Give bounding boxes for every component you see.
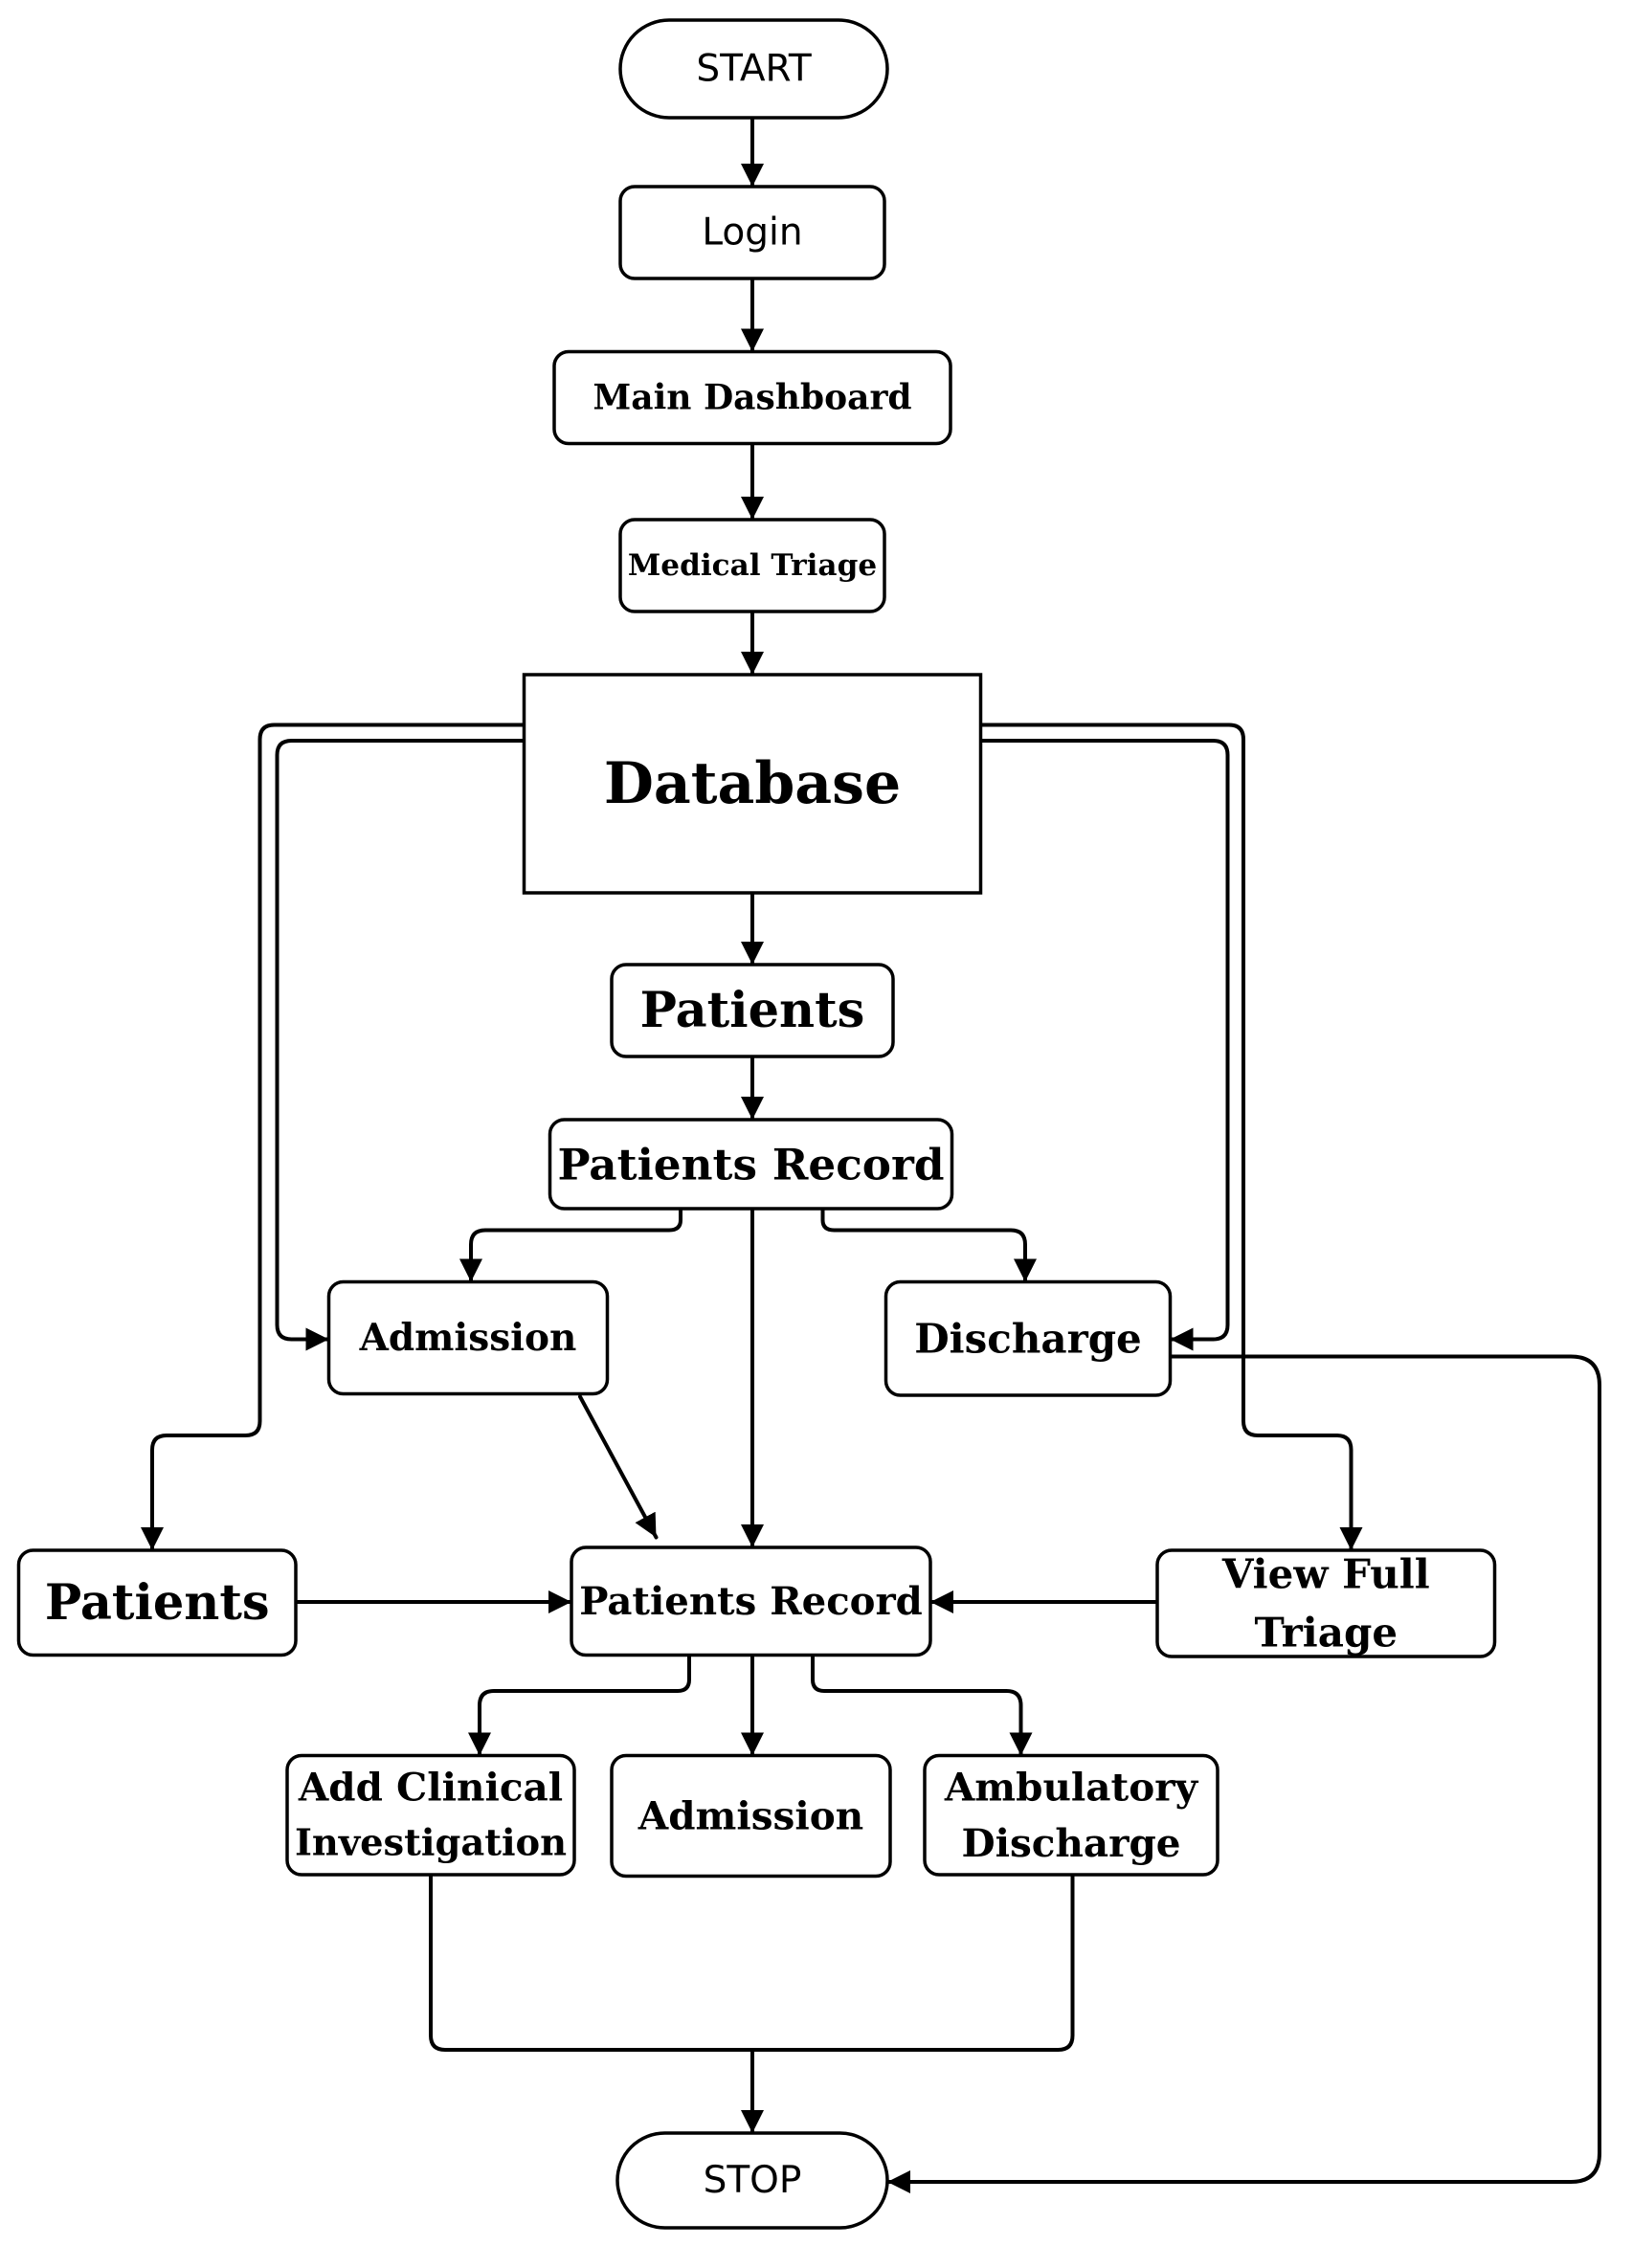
- node-start-shape: [618, 18, 889, 120]
- node-admission-bottom-shape: [610, 1753, 892, 1879]
- node-admission-bottom: Admission: [610, 1753, 892, 1879]
- connector-add-clinical-to-stop: [429, 1873, 764, 2135]
- node-add-clinical-shape: [285, 1753, 576, 1877]
- connector-ambulatory-to-stop: [750, 1873, 1075, 2052]
- connector-patients-record-top-to-discharge: [820, 1207, 1037, 1284]
- node-patients-record-top: Patients Record: [548, 1118, 954, 1211]
- connector-patients-record-mid-to-ambulatory: [811, 1653, 1033, 1758]
- node-start-label: START: [696, 48, 811, 91]
- node-admission-top-shape: [326, 1279, 610, 1396]
- node-main-dashboard: Main Dashboard: [552, 349, 952, 446]
- node-stop-label: STOP: [704, 2159, 802, 2202]
- node-ambulatory-shape: [923, 1753, 1219, 1877]
- node-patients-record-top-shape: [548, 1118, 954, 1211]
- node-admission-top: Admission: [326, 1279, 610, 1396]
- node-ambulatory-label-line-1: Ambulatory: [944, 1764, 1199, 1810]
- connector-database-to-patients-left: [141, 723, 526, 1552]
- node-add-clinical-label-line-2: Investigation: [295, 1822, 567, 1865]
- node-view-full-triage-label-line-1: View Full: [1221, 1551, 1430, 1598]
- node-discharge-shape: [884, 1279, 1173, 1397]
- connector-patients-record-mid-to-add-clinical: [468, 1653, 691, 1758]
- node-start: START: [618, 18, 889, 120]
- node-stop: STOP: [615, 2131, 889, 2230]
- node-add-clinical-label-line-1: Add Clinical: [298, 1764, 563, 1810]
- node-patients-top-shape: [610, 963, 895, 1058]
- connector-database-to-admission-top: [275, 739, 526, 1351]
- node-admission-bottom-label: Admission: [638, 1793, 863, 1839]
- node-admission-top-label: Admission: [359, 1316, 577, 1360]
- node-medical-triage-shape: [618, 518, 886, 613]
- node-ambulatory-label-line-2: Discharge: [961, 1820, 1180, 1866]
- node-database: Database: [522, 673, 983, 895]
- node-discharge-label: Discharge: [914, 1315, 1142, 1362]
- node-login-shape: [618, 185, 886, 280]
- node-view-full-triage-label-line-2: Triage: [1254, 1609, 1398, 1656]
- node-login: Login: [618, 185, 886, 280]
- node-medical-triage-label: Medical Triage: [628, 548, 877, 583]
- node-main-dashboard-shape: [552, 349, 952, 446]
- node-main-dashboard-label: Main Dashboard: [593, 378, 911, 418]
- connector-database-to-discharge: [978, 739, 1230, 1351]
- node-discharge: Discharge: [884, 1279, 1173, 1397]
- connector-patients-record-top-to-admission-top: [459, 1207, 682, 1284]
- node-patients-record-top-label: Patients Record: [557, 1139, 944, 1190]
- node-patients-left: Patients: [16, 1548, 298, 1657]
- connector-admission-top-to-patients-record-mid: [578, 1394, 659, 1540]
- node-login-label: Login: [702, 211, 802, 255]
- node-view-full-triage-shape: [1155, 1548, 1497, 1658]
- node-database-label: Database: [604, 750, 901, 817]
- node-patients-record-mid: Patients Record: [570, 1545, 932, 1657]
- node-medical-triage: Medical Triage: [618, 518, 886, 613]
- node-stop-shape: [615, 2131, 889, 2230]
- connector-layer: [141, 116, 1601, 2193]
- node-patients-record-mid-label: Patients Record: [579, 1579, 923, 1624]
- node-patients-record-mid-shape: [570, 1545, 932, 1657]
- node-patients-top: Patients: [610, 963, 895, 1058]
- connector-database-to-view-full-triage: [978, 723, 1363, 1552]
- connector-discharge-to-stop: [885, 1354, 1601, 2193]
- node-patients-left-label: Patients: [45, 1574, 270, 1632]
- node-patients-left-shape: [16, 1548, 298, 1657]
- node-patients-top-label: Patients: [640, 982, 865, 1039]
- node-database-shape: [522, 673, 983, 895]
